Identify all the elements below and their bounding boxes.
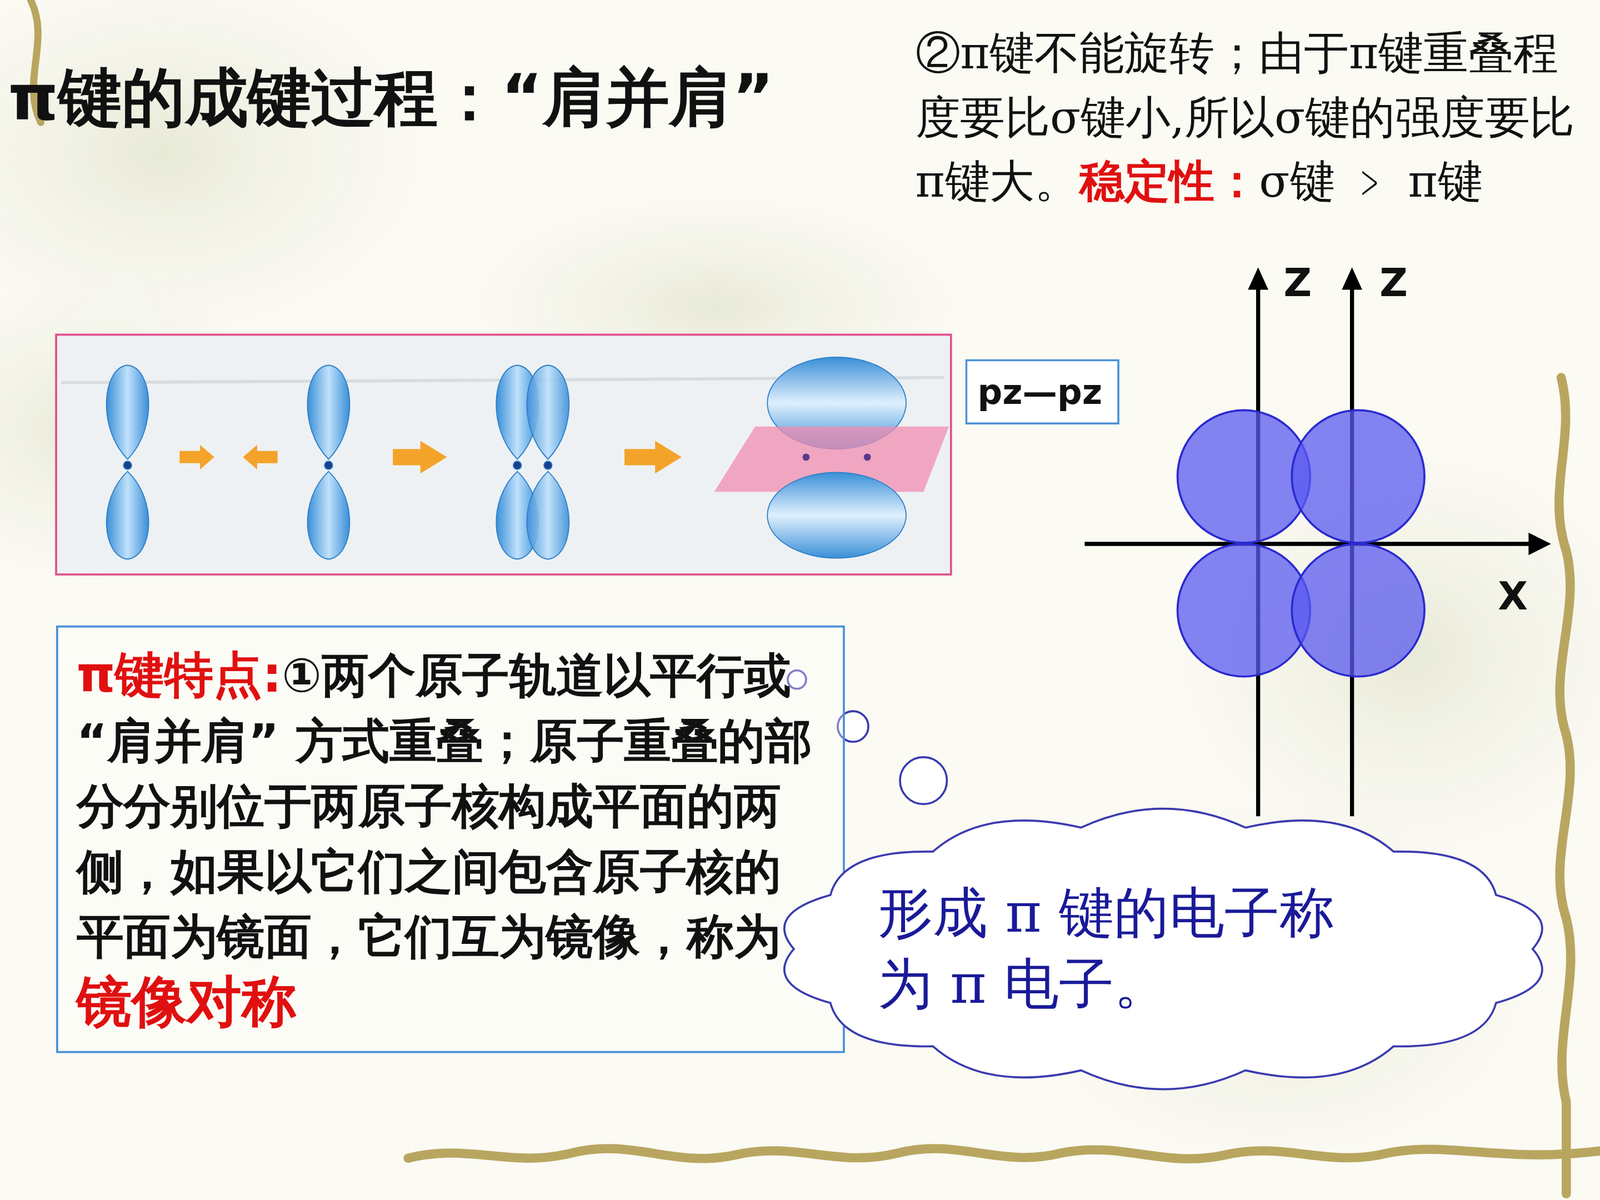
- cloud-shape: [784, 808, 1543, 1090]
- orbital-label-box: pz—pz: [965, 359, 1120, 425]
- axis-label: X: [1497, 573, 1528, 619]
- axis-label: Z: [1379, 260, 1408, 305]
- background-blots: [0, 0, 1600, 1164]
- p-orbital: [106, 365, 570, 560]
- pi-bond-orbital: [714, 357, 949, 559]
- cloud-outline: [785, 816, 1541, 1082]
- box-text: pz—pz: [977, 371, 1103, 413]
- vine-decoration: [30, 0, 1600, 1194]
- feature-box: π键特点:①两个原子轨道以平行或“肩并肩” 方式重叠；原子重叠的部分分别位于两原…: [56, 625, 845, 1054]
- slide-title: π键的成键过程：“肩并肩”: [8, 56, 794, 140]
- box-heading: π键特点:: [76, 646, 282, 704]
- note-highlight: 稳定性：: [1079, 155, 1259, 208]
- title-text: π键的成键过程：“肩并肩”: [8, 60, 775, 135]
- axis-label: Z: [1283, 260, 1313, 305]
- orbital-figure-frame: [56, 334, 952, 575]
- note-block: ②π键不能旋转；由于π键重叠程度要比σ键小,所以σ键的强度要比π键大。稳定性：σ…: [915, 20, 1589, 214]
- callout-cloud: 形成 π 键的电子称为 π 电子。: [785, 816, 1541, 1082]
- note-text: σ键 ﹥ π键: [1258, 155, 1483, 208]
- box-text: 镜像对称: [76, 969, 298, 1034]
- process-arrows: [179, 440, 682, 474]
- pz-overlap-figure: [1084, 267, 1551, 817]
